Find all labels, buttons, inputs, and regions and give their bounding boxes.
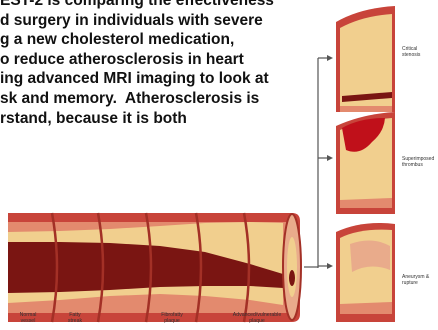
label-advanced-plaque-2: plaque <box>249 318 265 324</box>
progression-artery <box>8 213 301 322</box>
thrombus-vessel <box>336 112 395 214</box>
aneurysm-vessel <box>336 223 395 322</box>
connector-lines <box>304 58 330 268</box>
connector-arrows <box>327 55 333 269</box>
outcome-labels: Critical stenosis Superimposed thrombus … <box>402 46 434 286</box>
label-normal-vessel-2: vessel <box>21 318 36 324</box>
label-aneurysm-2: rupture <box>402 280 418 286</box>
label-fibrofatty-plaque-2: plaque <box>164 318 180 324</box>
label-thrombus-2: thrombus <box>402 162 423 168</box>
label-fatty-streak-2: streak <box>68 318 83 324</box>
critical-stenosis-vessel <box>336 6 395 112</box>
label-critical-stenosis-2: stenosis <box>402 52 421 58</box>
